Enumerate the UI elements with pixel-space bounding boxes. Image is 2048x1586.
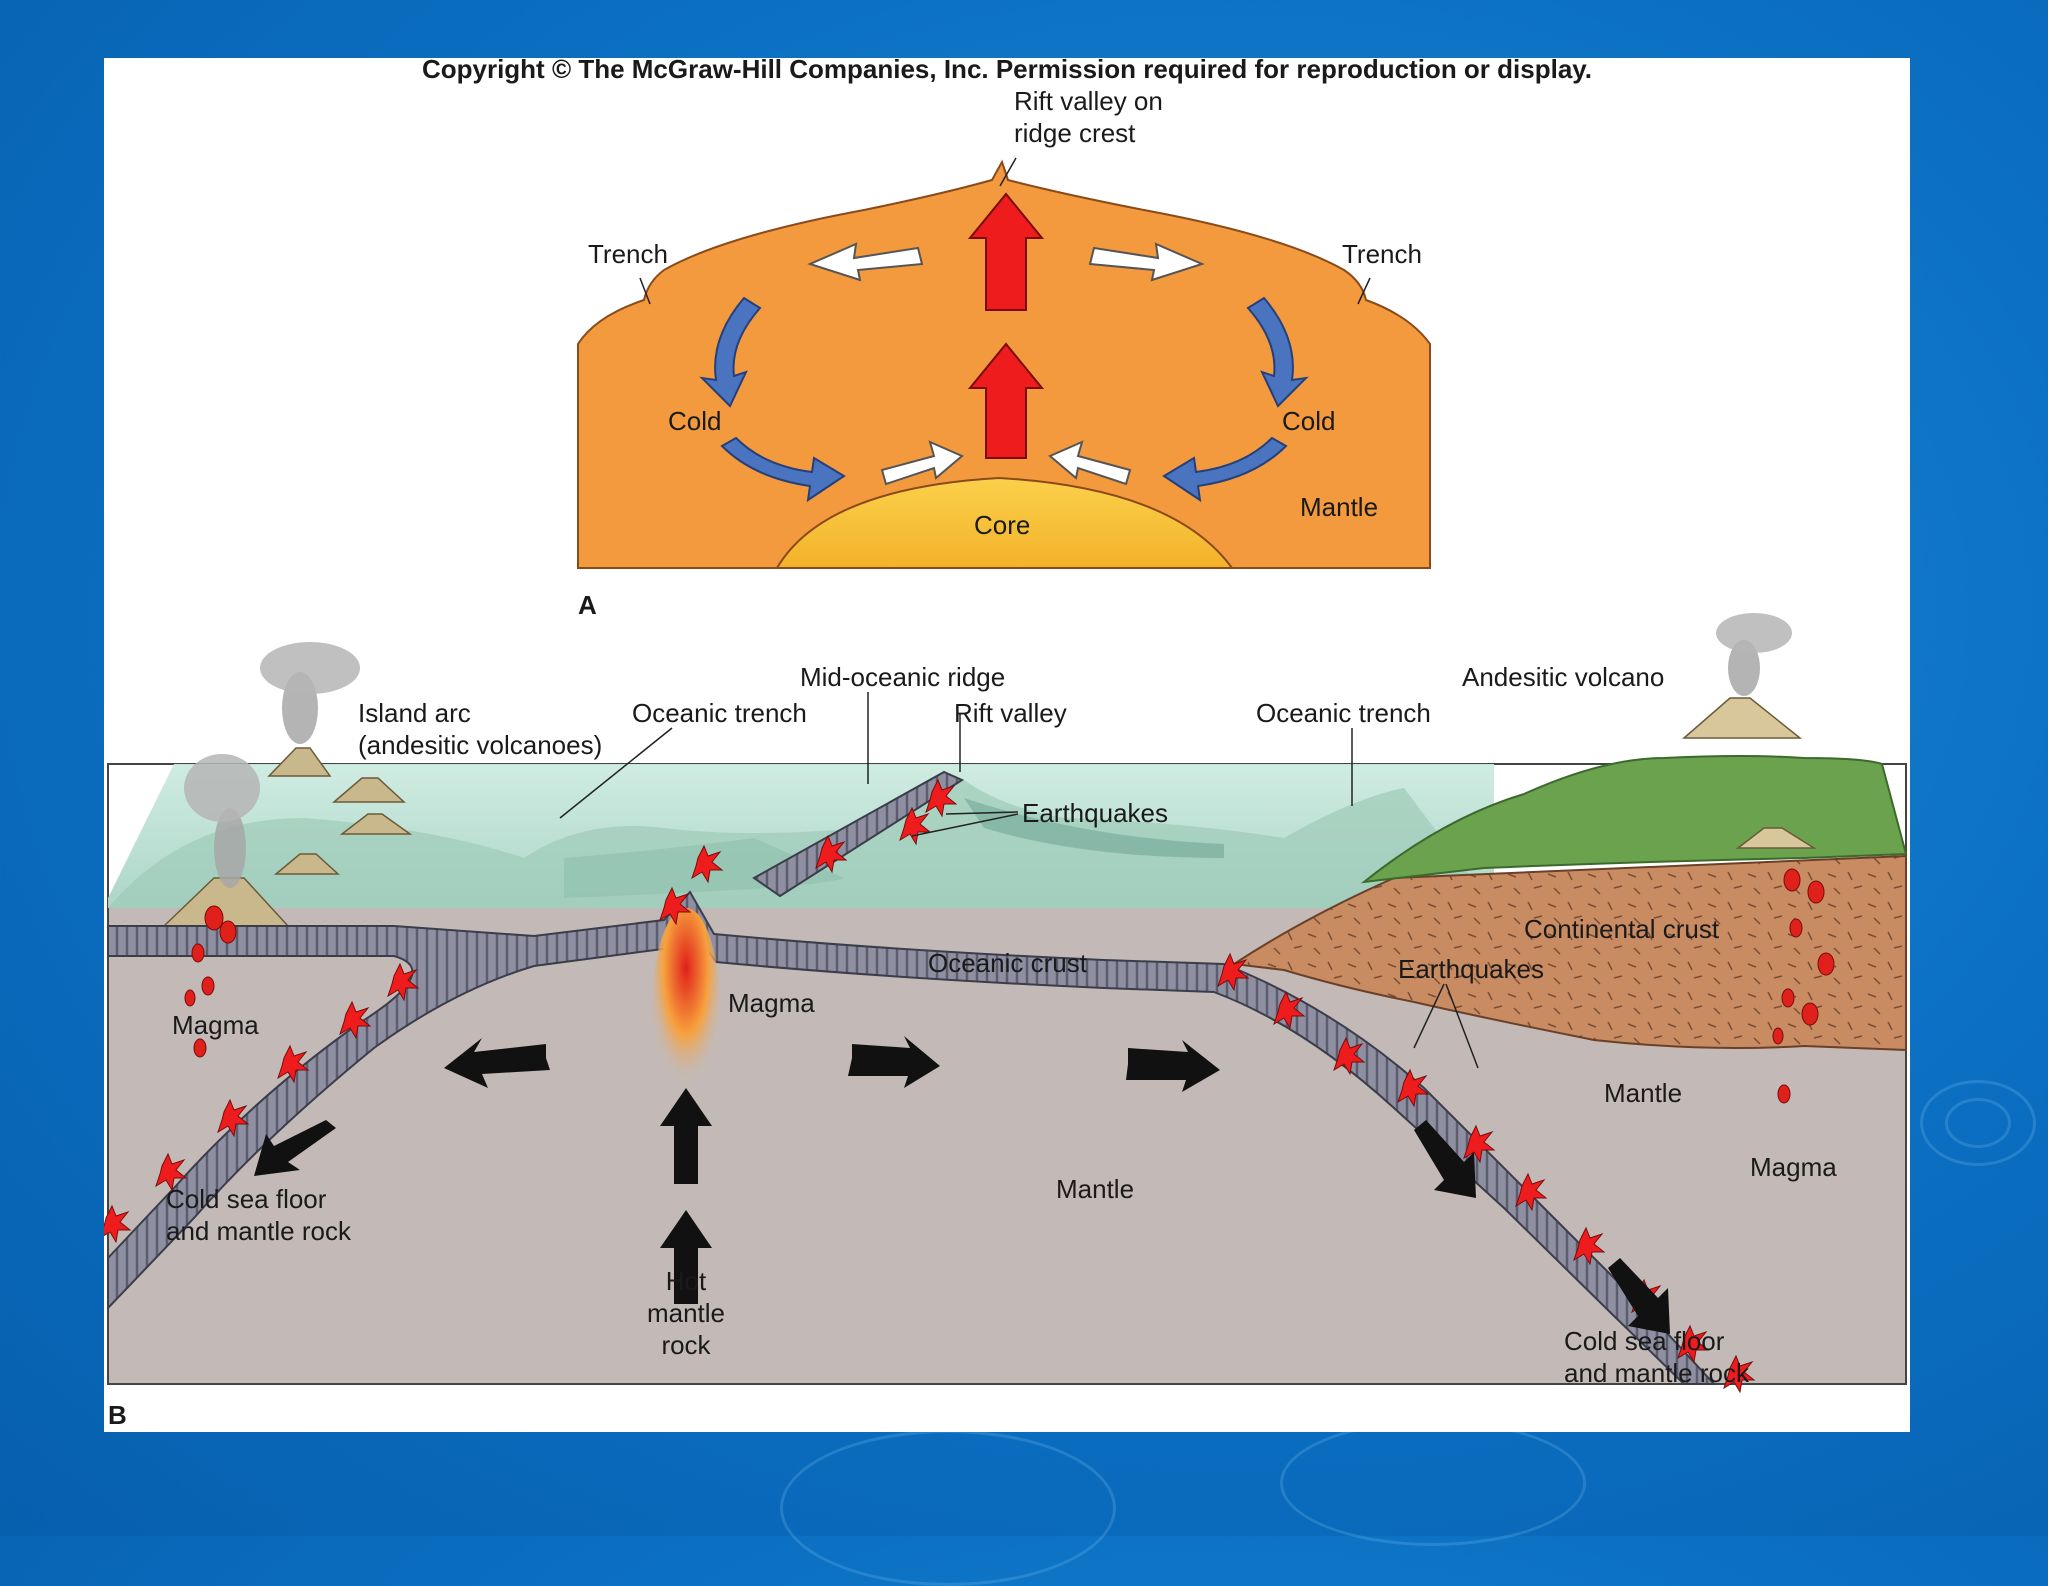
magma-label-center: Magma: [728, 988, 815, 1018]
panel-b: Island arc (andesitic volcanoes) Oceanic…: [104, 613, 1908, 1430]
rift-valley-label: ridge crest: [1014, 118, 1136, 148]
hot-mantle-rock-label: Hot: [666, 1266, 707, 1296]
mantle-label-center: Mantle: [1056, 1174, 1134, 1204]
seafloor-relief: [108, 779, 1494, 908]
trench-label-left: Trench: [588, 239, 668, 269]
leader-lines-b: [559, 692, 1479, 1069]
leader-line: [1357, 277, 1371, 305]
island-arc-label: Island arc: [358, 698, 471, 728]
white-arrow: [1088, 242, 1205, 282]
smoke-plume: [184, 754, 260, 822]
hot-mantle-rock-label: rock: [661, 1330, 711, 1360]
rift-valley-label-b: Rift valley: [954, 698, 1067, 728]
trench-label-right: Trench: [1342, 239, 1422, 269]
rift-valley-label: Rift valley on: [1014, 86, 1163, 116]
earthquakes-label-top: Earthquakes: [1022, 798, 1168, 828]
oceanic-trench-label-right: Oceanic trench: [1256, 698, 1431, 728]
smoke-plume: [214, 808, 246, 888]
magma-droplets: [184, 868, 1835, 1104]
andesitic-volcano: [1735, 827, 1817, 849]
ripple-decor: [780, 1430, 1116, 1586]
island-arc-label: (andesitic volcanoes): [358, 730, 602, 760]
cold-sea-floor-label-left: Cold sea floor: [166, 1184, 327, 1214]
red-up-arrow: [967, 192, 1045, 311]
white-arrow: [807, 242, 924, 282]
magma-label-right: Magma: [1750, 1152, 1837, 1182]
blue-curved-arrow: [699, 296, 762, 408]
mantle-label-a: Mantle: [1300, 492, 1378, 522]
island-arc-volcano: [339, 813, 413, 835]
leader-line: [999, 157, 1017, 187]
island-arc-volcano: [331, 777, 406, 803]
cold-sea-floor-label-right: and mantle rock: [1564, 1358, 1750, 1388]
continental-crust: [1231, 854, 1907, 1052]
oceanic-crust-label: Oceanic crust: [928, 948, 1088, 978]
hot-mantle-rock-label: mantle: [647, 1298, 725, 1328]
smoke-plume: [1728, 640, 1760, 696]
core-shape: [775, 476, 1234, 569]
cold-label-right: Cold: [1282, 406, 1335, 436]
andesitic-volcano-label: Andesitic volcano: [1462, 662, 1664, 692]
magma-label-left: Magma: [172, 1010, 259, 1040]
trench-fold: [964, 798, 1224, 858]
cold-label-left: Cold: [668, 406, 721, 436]
blue-curved-arrow: [720, 436, 846, 503]
leader-line: [639, 277, 651, 305]
oceanic-trench-label-left: Oceanic trench: [632, 698, 807, 728]
panel-a: Rift valley on ridge crest Trench Trench…: [577, 86, 1431, 620]
plate-tectonics-diagram: Copyright © The McGraw-Hill Companies, I…: [104, 58, 1908, 1430]
continental-crust-label: Continental crust: [1524, 914, 1720, 944]
figure-panel: Copyright © The McGraw-Hill Companies, I…: [104, 58, 1910, 1432]
mantle-flow-arrows: [254, 1036, 1670, 1334]
mid-oceanic-ridge-label: Mid-oceanic ridge: [800, 662, 1005, 692]
oceanic-crust: [107, 890, 1717, 1385]
mantle-label-right: Mantle: [1604, 1078, 1682, 1108]
core-label: Core: [974, 510, 1030, 540]
cold-sea-floor-label-left: and mantle rock: [166, 1216, 352, 1246]
andesitic-volcano: [1681, 697, 1803, 739]
blue-curved-arrow: [1246, 296, 1309, 408]
cold-sea-floor-label-right: Cold sea floor: [1564, 1326, 1725, 1356]
land-surface: [1360, 755, 1908, 884]
smoke-plume: [1716, 613, 1792, 653]
ripple-decor: [1920, 1080, 2036, 1166]
panel-b-letter: B: [108, 1400, 127, 1430]
island-arc-volcano: [273, 853, 340, 875]
blue-curved-arrow: [1162, 436, 1288, 503]
earthquakes-label-mid: Earthquakes: [1398, 954, 1544, 984]
white-arrow: [1048, 440, 1132, 486]
ripple-decor: [1945, 1098, 2011, 1148]
red-up-arrow: [967, 342, 1045, 459]
island-arc-volcano: [267, 747, 332, 777]
smoke-plume: [260, 642, 360, 694]
magma-plume: [652, 908, 720, 1108]
panel-a-letter: A: [578, 590, 597, 620]
white-arrow: [880, 440, 964, 486]
ripple-decor: [1280, 1420, 1586, 1546]
rift-slab: [752, 770, 965, 898]
copyright-text: Copyright © The McGraw-Hill Companies, I…: [422, 58, 1592, 84]
